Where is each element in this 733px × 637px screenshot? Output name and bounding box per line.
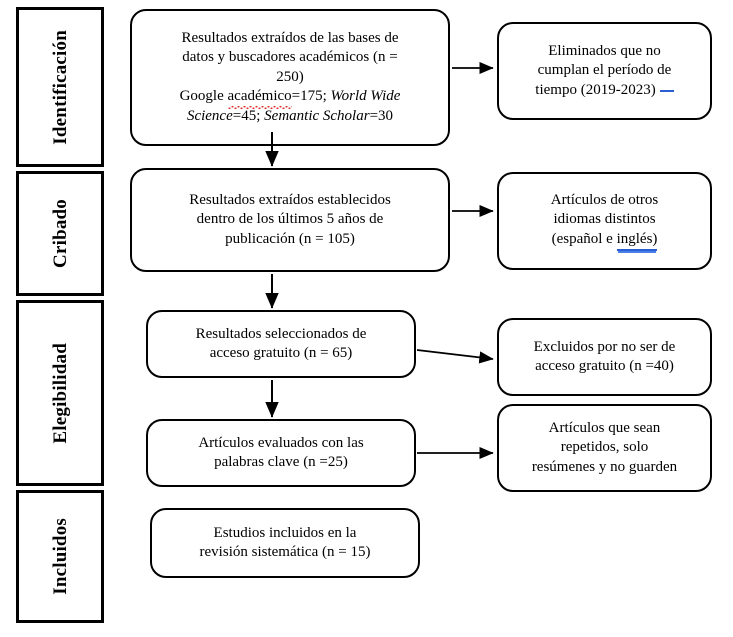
stage-box-cribado: Cribado xyxy=(16,171,104,296)
exclusion-box-1-line-1: Eliminados que no xyxy=(548,42,661,59)
exclusion-box-paid-access: Excluidos por no ser de acceso gratuito … xyxy=(497,318,712,396)
flow-box-4-text: Artículos evaluados con las palabras cla… xyxy=(158,434,404,473)
stage-box-identificacion: Identificación xyxy=(16,7,104,167)
flow-box-keyword-assessed-records: Artículos evaluados con las palabras cla… xyxy=(146,419,416,487)
flow-box-1-line-5-end: =30 xyxy=(369,107,394,124)
flow-box-free-access-records: Resultados seleccionados de acceso gratu… xyxy=(146,310,416,378)
flow-box-cribado-records: Resultados extraídos establecidos dentro… xyxy=(130,168,450,272)
exclusion-box-2-text: Artículos de otros idiomas distintos (es… xyxy=(509,191,700,252)
flow-box-3-text: Resultados seleccionados de acceso gratu… xyxy=(158,325,404,364)
exclusion-box-time-period: Eliminados que no cumplan el período de … xyxy=(497,22,712,120)
flow-box-4-line-2: palabras clave (n =25) xyxy=(214,454,348,470)
arrow-box3-to-exclusion-paid-access xyxy=(416,349,494,364)
flow-box-3-line-2: acceso gratuito (n = 65) xyxy=(209,345,353,361)
stage-box-incluidos: Incluidos xyxy=(16,490,104,623)
flow-box-2-line-2: dentro de los últimos 5 años de xyxy=(196,211,384,228)
flow-box-1-line-4-suffix: =175; xyxy=(291,88,331,105)
exclusion-box-4-line-1: Artículos que sean xyxy=(548,419,661,436)
flow-box-included-studies: Estudios incluidos en la revisión sistem… xyxy=(150,508,420,578)
flow-box-5-text: Estudios incluidos en la revisión sistem… xyxy=(162,524,408,563)
exclusion-box-2-line-2: idiomas distintos xyxy=(553,211,656,228)
flow-box-2-line-1: Resultados extraídos establecidos xyxy=(189,191,391,208)
flow-box-1-source-science: Science xyxy=(186,107,233,124)
grammar-suggestion-icon xyxy=(659,89,674,92)
exclusion-box-3-line-1: Excluidos por no ser de xyxy=(533,338,676,355)
exclusion-box-1-line-2: cumplan el período de xyxy=(537,62,672,79)
flow-box-3-line-1: Resultados seleccionados de xyxy=(195,325,367,342)
flow-box-1-line-5-mid: =45; xyxy=(232,107,265,124)
exclusion-box-4-line-2: repetidos, solo xyxy=(560,439,649,456)
flow-box-1-line-2: datos y buscadores académicos (n = xyxy=(182,49,398,66)
exclusion-box-2-grammar-flagged-word: inglés) xyxy=(616,230,658,252)
flow-box-5-line-2: revisión sistemática (n = 15) xyxy=(199,544,371,560)
exclusion-box-2-line-3-prefix: (español e xyxy=(551,230,617,247)
exclusion-box-1-text: Eliminados que no cumplan el período de … xyxy=(509,42,700,101)
exclusion-box-duplicates: Artículos que sean repetidos, solo resúm… xyxy=(497,404,712,492)
exclusion-box-language: Artículos de otros idiomas distintos (es… xyxy=(497,172,712,270)
flow-box-identificacion-records: Resultados extraídos de las bases de dat… xyxy=(130,9,450,146)
exclusion-box-3-text: Excluidos por no ser de acceso gratuito … xyxy=(509,338,700,377)
stage-box-elegibilidad: Elegibilidad xyxy=(16,300,104,486)
exclusion-box-1-line-3: tiempo (2019-2023) xyxy=(535,81,656,98)
flow-box-1-source-world-wide: World Wide xyxy=(330,88,401,105)
flow-box-1-source-semantic-scholar: Semantic Scholar xyxy=(264,107,370,124)
exclusion-box-2-line-1: Artículos de otros xyxy=(550,191,659,208)
flow-box-4-line-1: Artículos evaluados con las xyxy=(198,434,364,451)
flow-box-2-text: Resultados extraídos establecidos dentro… xyxy=(142,191,438,250)
flow-box-1-line-4-prefix: Google xyxy=(179,88,228,105)
exclusion-box-4-line-3: resúmenes y no guarden xyxy=(531,458,678,475)
exclusion-box-3-line-2: acceso gratuito (n =40) xyxy=(535,358,674,374)
flow-box-1-line-1: Resultados extraídos de las bases de xyxy=(181,29,399,46)
exclusion-box-4-text: Artículos que sean repetidos, solo resúm… xyxy=(509,419,700,478)
flow-box-2-line-3: publicación (n = 105) xyxy=(225,230,355,247)
flow-box-1-misspelled-word: académico xyxy=(227,87,292,109)
flow-box-1-text: Resultados extraídos de las bases de dat… xyxy=(142,29,438,127)
flow-box-5-line-1: Estudios incluidos en la xyxy=(213,524,357,541)
flow-box-1-line-3: 250) xyxy=(276,68,304,85)
